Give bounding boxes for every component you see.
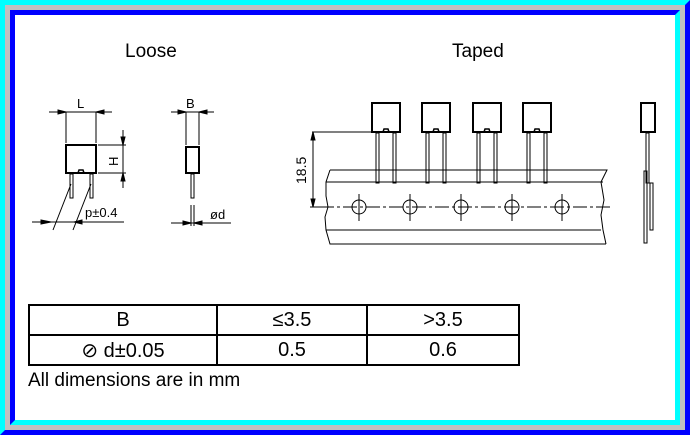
middle-frame [5, 5, 685, 430]
pitch-label: p±0.4 [85, 205, 117, 220]
cell-value-0-6: 0.6 [366, 334, 520, 366]
length-label: L [77, 96, 84, 111]
header-cell-gt-3-5: >3.5 [366, 304, 520, 336]
loose-side-view [171, 109, 231, 226]
loose-title: Loose [125, 41, 177, 62]
width-label: B [186, 96, 195, 111]
units-note: All dimensions are in mm [28, 370, 241, 391]
header-cell-b: B [28, 304, 218, 336]
dimension-table: B ≤3.5 >3.5 ⊘ d±0.05 0.5 0.6 [28, 304, 520, 366]
lead-diameter-label: ød [210, 207, 225, 222]
table-row: ⊘ d±0.05 0.5 0.6 [28, 334, 520, 366]
header-cell-le-3-5: ≤3.5 [216, 304, 368, 336]
cell-value-0-5: 0.5 [216, 334, 368, 366]
height-label: H [106, 157, 121, 166]
row-label-lead-diameter: ⊘ d±0.05 [28, 334, 218, 366]
taped-side-view [640, 102, 656, 244]
taped-front-view [310, 102, 612, 245]
table-header-row: B ≤3.5 >3.5 [28, 304, 520, 336]
loose-front-view [32, 109, 126, 231]
taped-title: Taped [452, 41, 504, 62]
taped-height-label: 18.5 [293, 157, 309, 184]
